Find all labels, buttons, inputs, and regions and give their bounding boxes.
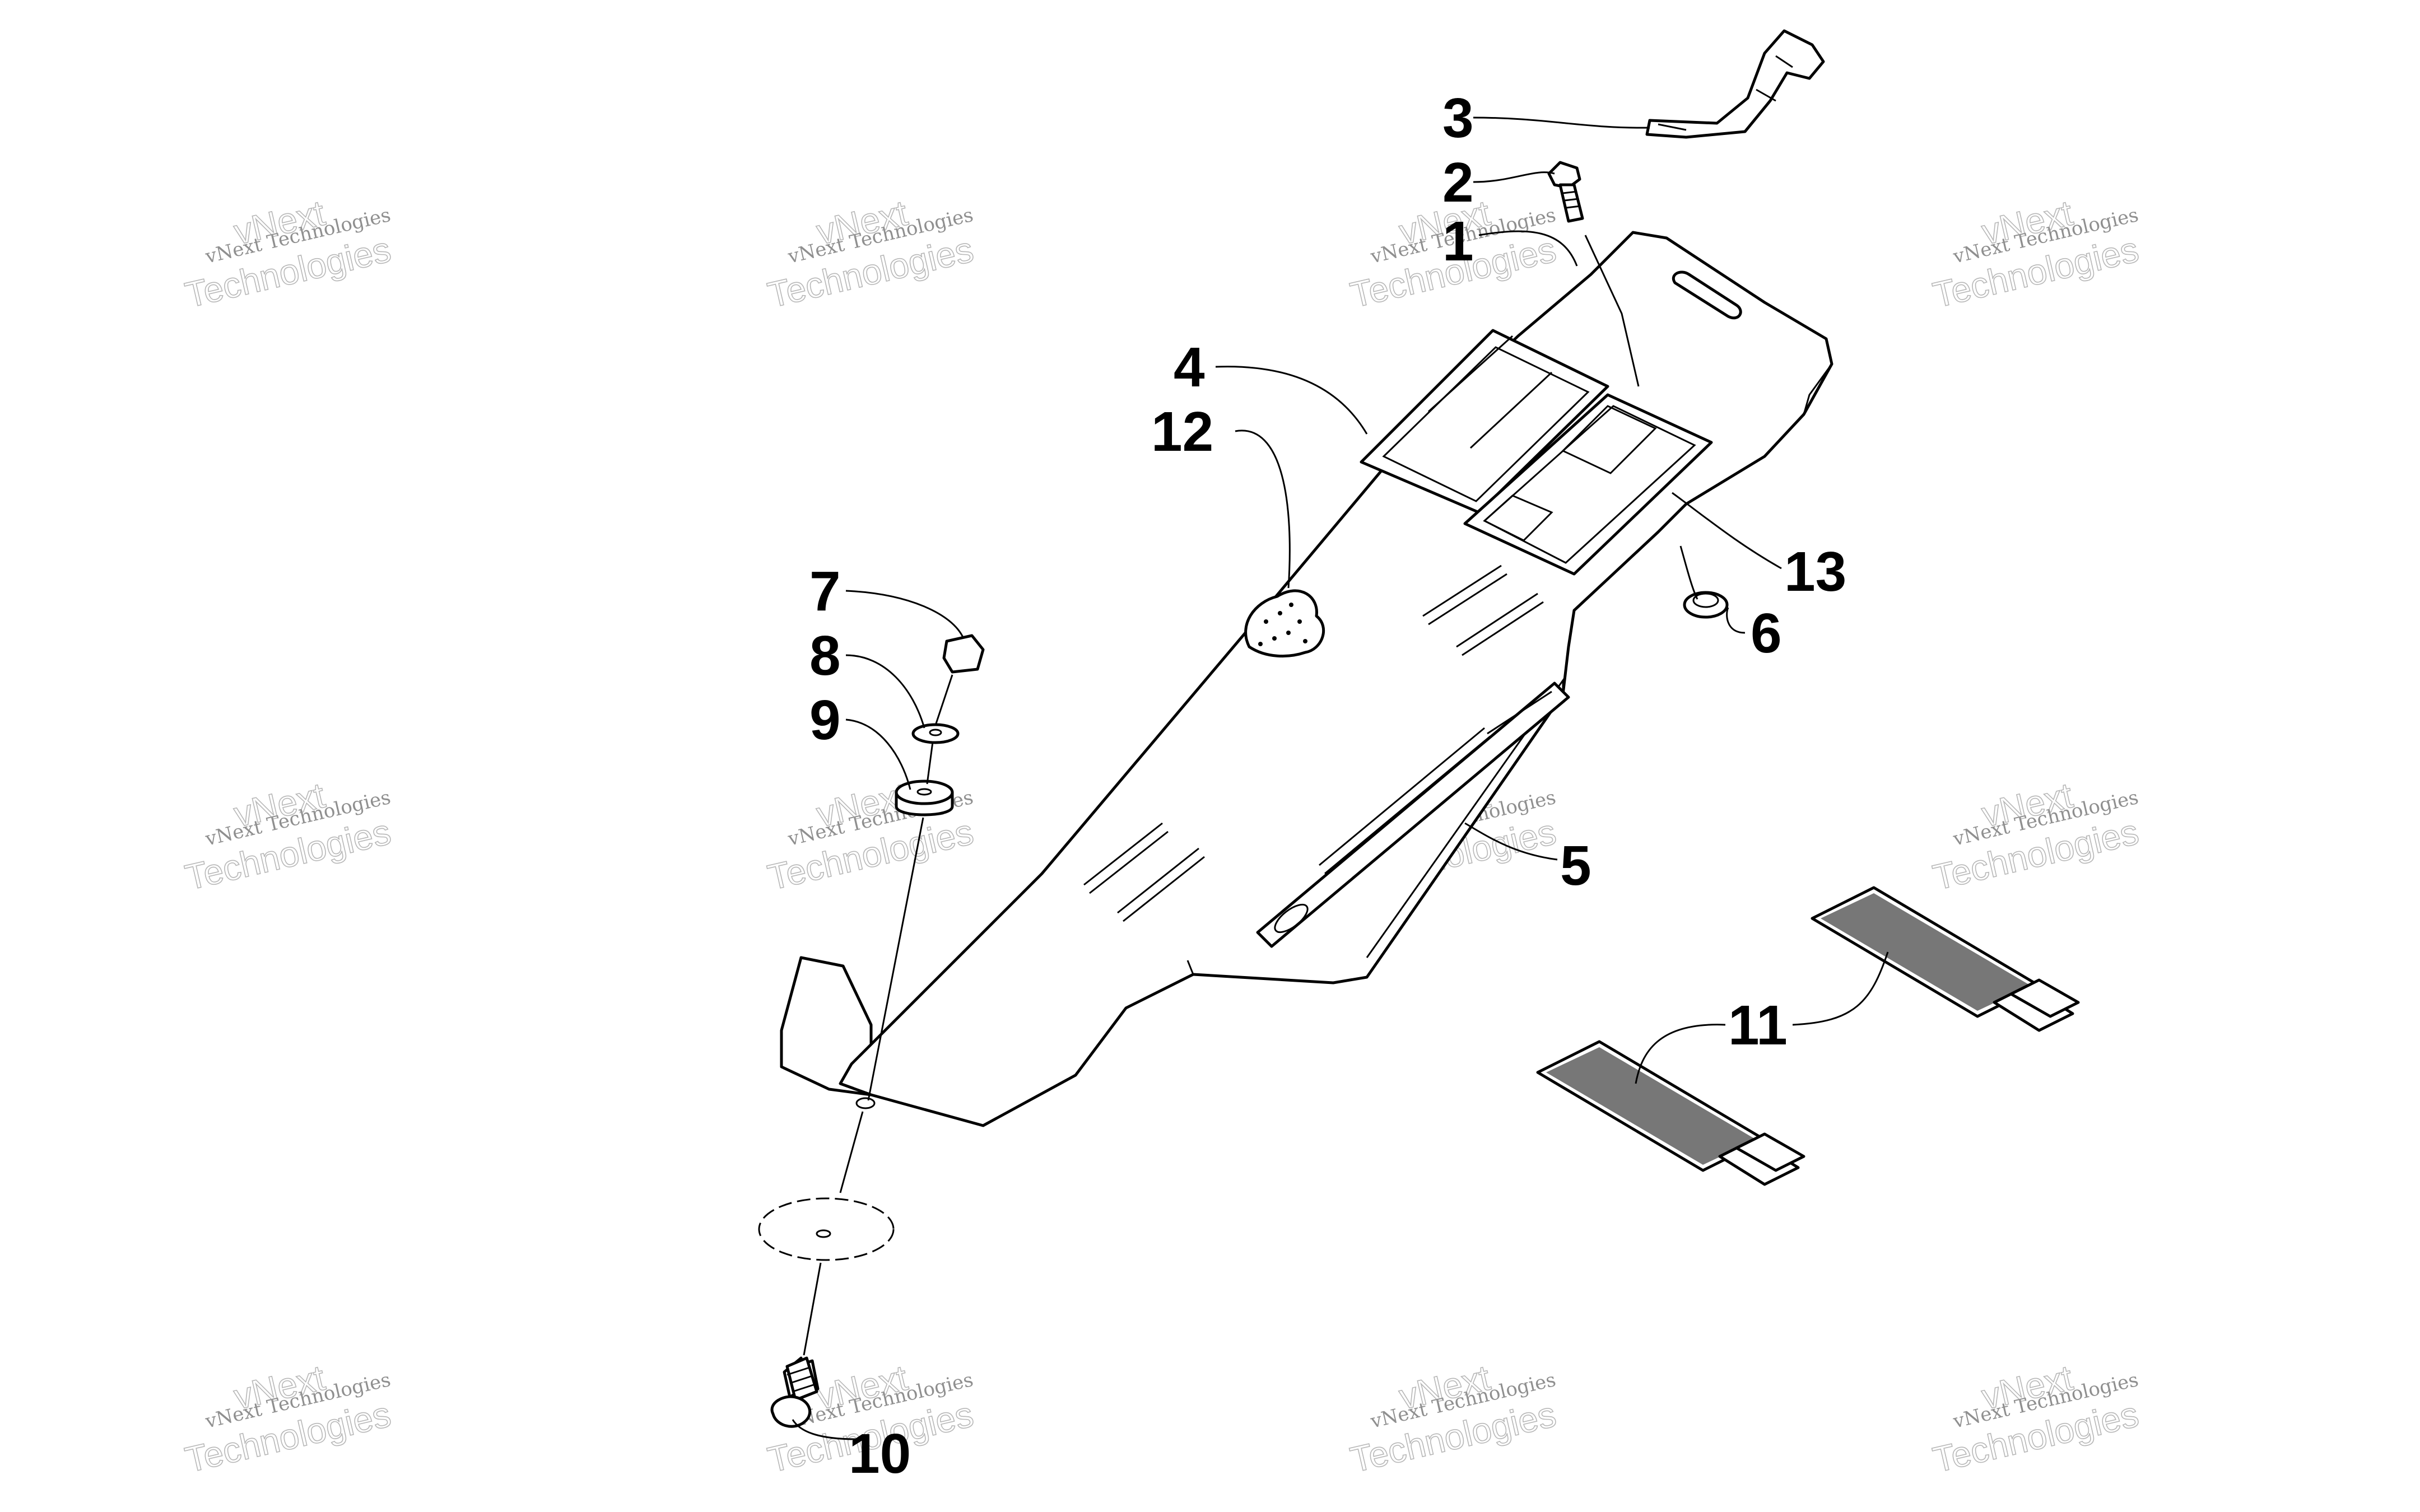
decal-part-5 — [1256, 682, 1570, 948]
nut-part-7 — [942, 634, 985, 674]
grip-strips-part-11 — [1536, 886, 2080, 1186]
callout-1: 1 — [1442, 210, 1474, 273]
bolt-part-2 — [1547, 161, 1584, 223]
skid-plate-front-lip — [780, 956, 873, 1096]
decal-part-13 — [1463, 393, 1713, 576]
callout-13: 13 — [1784, 540, 1846, 603]
screw-part-10 — [770, 1356, 820, 1428]
skid-plate-outline — [839, 231, 1833, 1127]
phantom-washer — [758, 1197, 895, 1261]
strap-part-3 — [1645, 29, 1825, 139]
spacer-part-9 — [895, 780, 954, 816]
leader-lines — [792, 116, 1889, 1440]
skid-plate-ribs — [1083, 564, 1544, 922]
callout-6: 6 — [1751, 602, 1782, 665]
callout-3: 3 — [1442, 87, 1474, 150]
callout-5: 5 — [1560, 834, 1591, 897]
decal-part-4 — [1360, 329, 1609, 514]
callout-8: 8 — [809, 624, 841, 687]
skid-plate-part-1 — [780, 231, 1833, 1127]
assembly-centerline-lower — [803, 1262, 822, 1356]
grip-strip-lower — [1536, 1040, 1805, 1186]
callout-labels: 3 2 1 4 12 13 6 7 8 9 5 11 10 — [809, 87, 1846, 1485]
callout-4: 4 — [1174, 336, 1205, 399]
grommet-part-6 — [1683, 591, 1729, 619]
callout-9: 9 — [809, 689, 841, 752]
callout-12: 12 — [1151, 400, 1213, 463]
washer-part-8 — [911, 723, 960, 744]
watermark-row-3: vNext Technologies vNext Technologies vN… — [181, 1357, 2143, 1481]
watermark-row-1: vNext Technologies vNext Technologies vN… — [181, 192, 2143, 316]
adhesive-patch-part-12 — [1244, 589, 1325, 657]
skid-plate-top-slot — [1672, 270, 1742, 319]
callout-2: 2 — [1442, 151, 1474, 214]
assembly-centerline — [839, 674, 953, 1193]
skid-plate-mount-hole — [855, 1097, 876, 1109]
callout-10: 10 — [849, 1422, 911, 1485]
grip-strip-upper — [1811, 886, 2080, 1032]
callout-11: 11 — [1728, 994, 1788, 1057]
callout-7: 7 — [809, 560, 841, 623]
